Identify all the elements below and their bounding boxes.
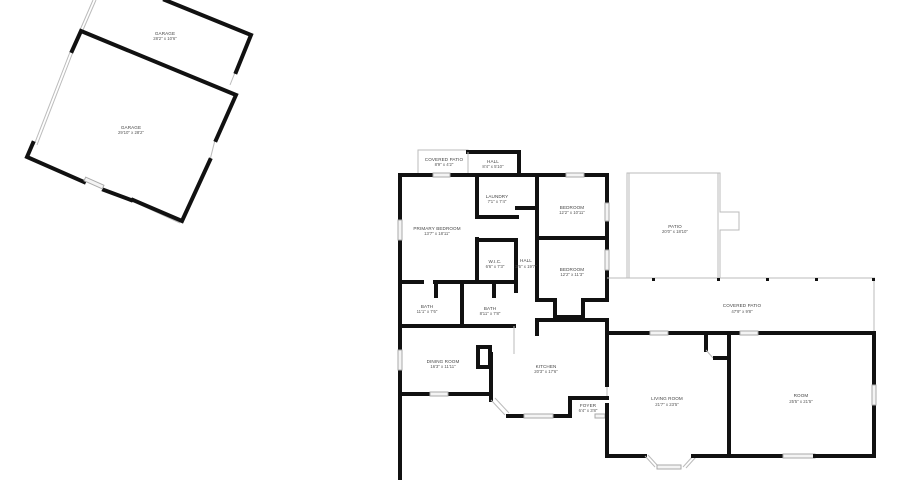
room-dims: 12'2" x 11'3" [560,272,584,277]
room-label: ROOM [794,393,809,398]
room-dims: 28'2" x 10'6" [153,36,177,41]
room-label: LIVING ROOM [651,396,683,401]
room-label: BATH [484,306,496,311]
room-dims: 7'1" x 7'4" [488,199,507,204]
room-dims: 47'9" x 9'8" [731,309,753,314]
room-label: PRIMARY BEDROOM [413,226,460,231]
room-dims: 6'4" x 3'8" [579,408,598,413]
room-label: BEDROOM [560,267,585,272]
room-label: KITCHEN [536,364,557,369]
room-dims: 25'5" x 21'5" [789,399,813,404]
room-label: DINING ROOM [427,359,460,364]
room-dims: 3'6" x 19'7" [515,264,537,269]
room-dims: 6'6" x 7'3" [486,264,505,269]
room-label: LAUNDRY [486,194,509,199]
room-label: GARAGE [155,31,175,36]
room-label: HALL [487,159,499,164]
main-house: COVERED PATIO 8'9" x 4'2" HALL 8'4" x 5'… [397,149,877,480]
room-label: PATIO [668,224,682,229]
room-dims: 11'1" x 7'6" [417,309,438,314]
room-dims: 21'7" x 23'5" [655,402,679,407]
room-dims: 20'0" x 18'10" [662,229,688,234]
room-dims: 29'10" x 28'2" [118,130,144,135]
room-label: BEDROOM [560,205,585,210]
room-label: GARAGE [121,125,141,130]
room-dims: 8'4" x 5'10" [482,164,504,169]
room-label: BATH [421,304,433,309]
room-label: COVERED PATIO [425,157,464,162]
room-label: HALL [520,258,532,263]
room-dims: 13'7" x 18'11" [424,231,450,236]
room-dims: 16'3" x 11'11" [430,364,456,369]
room-label: FOYER [580,403,597,408]
room-label: W.I.C. [488,259,501,264]
room-dims: 8'9" x 4'2" [435,162,454,167]
detached-garage: GARAGE 28'2" x 10'6" GARAGE 29'10" x 28'… [24,0,254,224]
room-label: COVERED PATIO [723,303,762,308]
room-dims: 20'3" x 17'6" [534,369,558,374]
room-dims: 8'11" x 7'8" [480,311,501,316]
room-dims: 12'2" x 10'11" [559,210,585,215]
